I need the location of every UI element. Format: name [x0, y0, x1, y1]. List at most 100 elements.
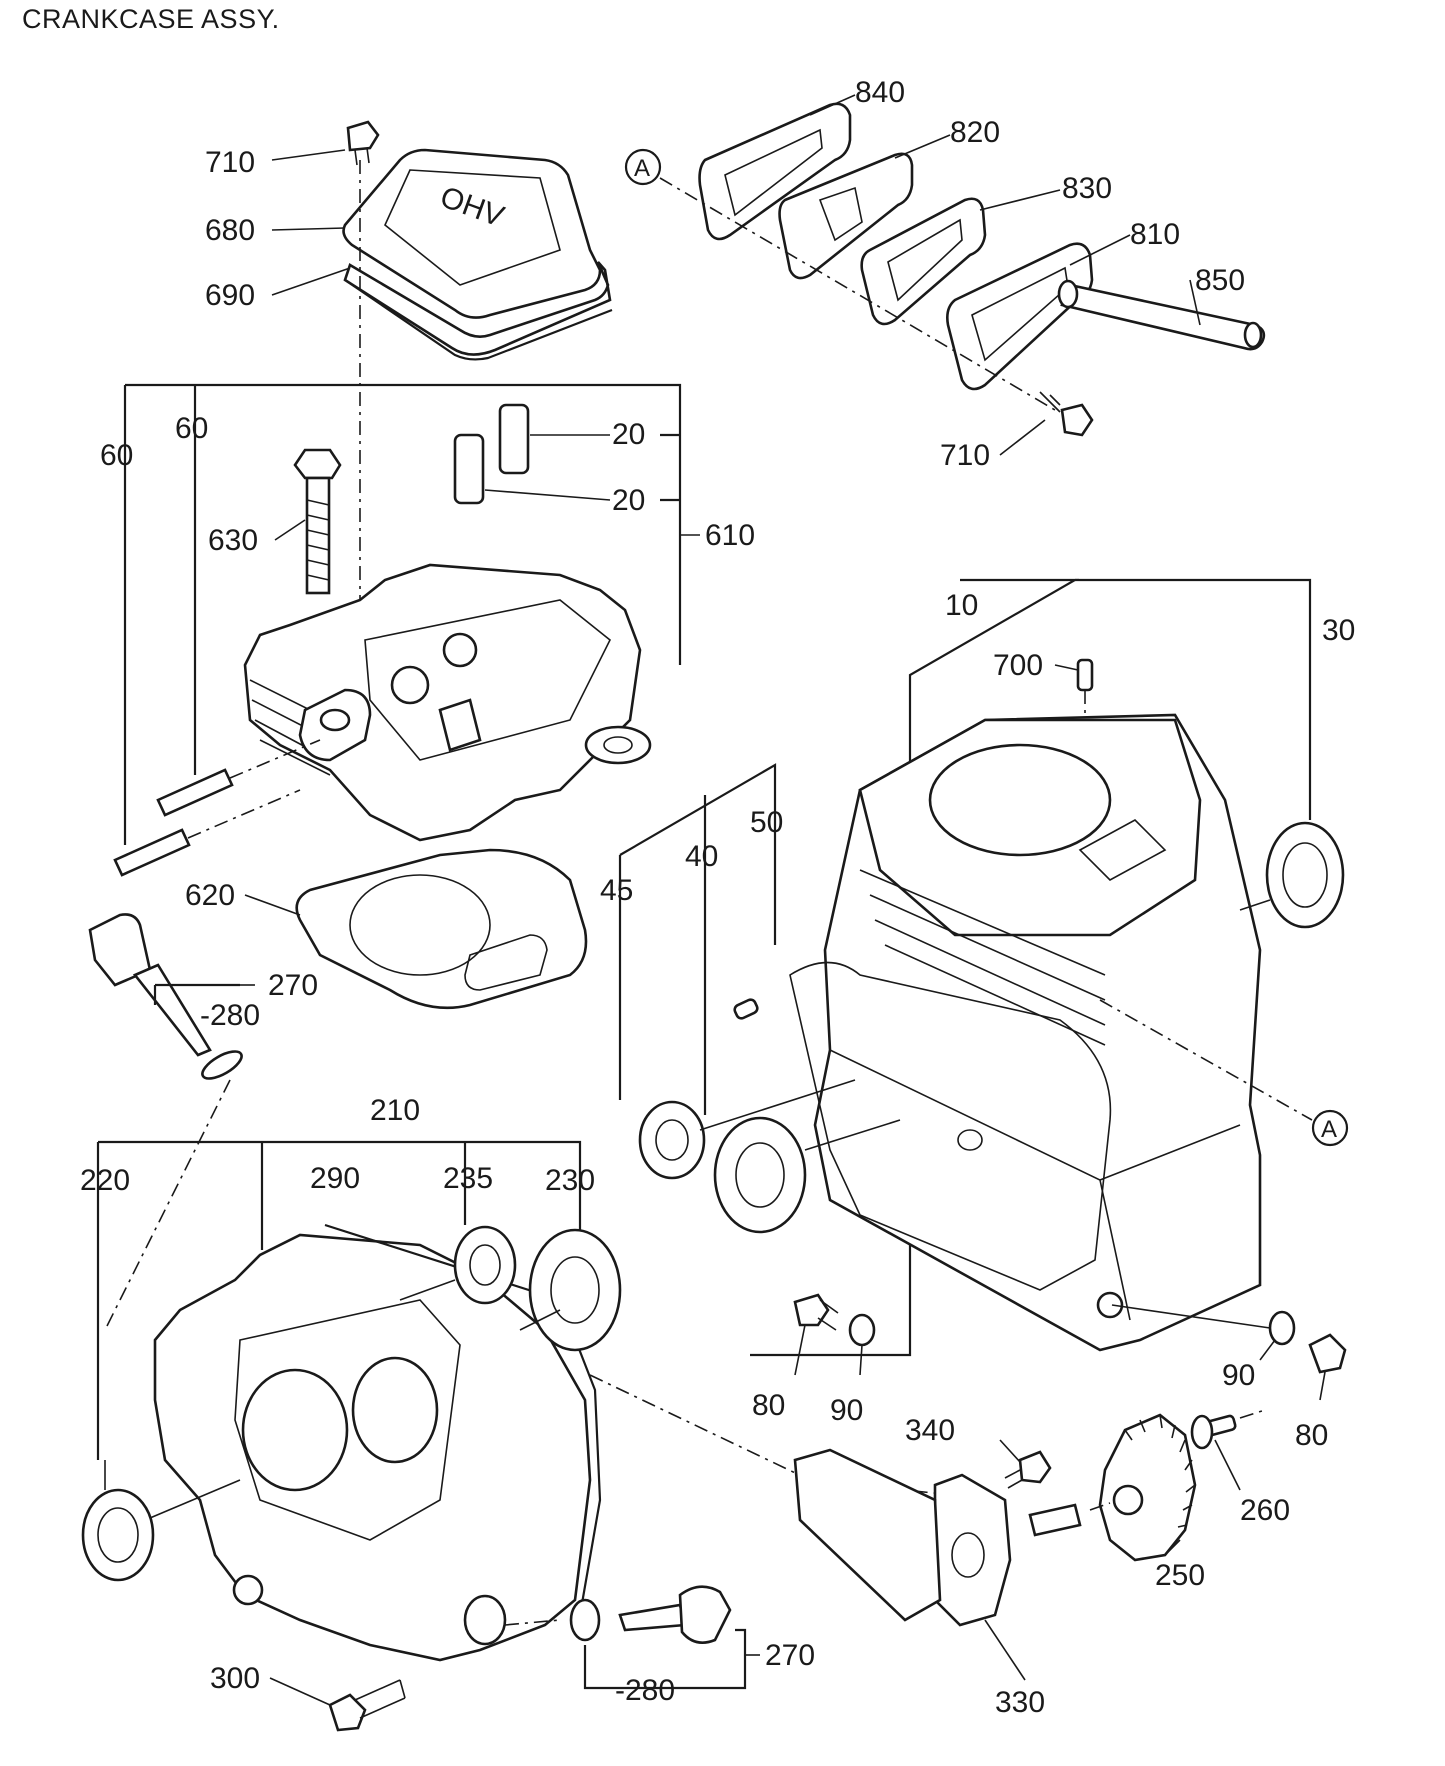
plate-820 — [778, 152, 914, 280]
pushrod-chamber — [1078, 819, 1167, 881]
screw-340-thread — [1004, 1469, 1023, 1489]
bolt-710-top — [346, 120, 380, 152]
pin-20-b — [498, 403, 530, 475]
label-250: 250 — [1155, 1559, 1205, 1592]
exhaust-port-inner — [603, 736, 633, 754]
label-210: 210 — [370, 1094, 420, 1127]
cylinder-bore — [928, 743, 1112, 857]
label-840: 840 — [855, 76, 905, 109]
exhaust-port — [584, 725, 652, 765]
label-330: 330 — [995, 1686, 1045, 1719]
seal-30-leader — [1239, 899, 1271, 911]
leader-630 — [274, 519, 306, 541]
leader-820 — [894, 134, 951, 159]
bolt-630-thread — [306, 499, 330, 581]
label-620: 620 — [185, 879, 235, 912]
label-680: 680 — [205, 214, 255, 247]
label-40: 40 — [685, 840, 718, 873]
cover-boss-frame — [234, 1299, 461, 1541]
valve-spring-a — [442, 632, 478, 668]
label-235: 235 — [443, 1162, 493, 1195]
head-fins — [249, 679, 331, 776]
drain-axis-line — [1111, 1304, 1271, 1329]
filler-plug-cap-270 — [678, 1585, 732, 1644]
label-50: 50 — [750, 806, 783, 839]
leader-lines — [104, 94, 1326, 1706]
governor-sleeve — [1028, 1503, 1082, 1537]
stud-60-b — [113, 828, 191, 877]
label-630: 630 — [208, 524, 258, 557]
bearing-40-inner — [735, 1142, 785, 1208]
leader-700 — [1054, 664, 1079, 671]
bearing-45-inner — [655, 1119, 689, 1161]
leader-710-top — [271, 149, 346, 161]
cylinder-head-group — [113, 383, 682, 877]
oil-seal-30-inner — [1282, 842, 1328, 908]
bolt-300 — [328, 1693, 367, 1732]
leader-680 — [271, 227, 346, 231]
cylinder-fins — [859, 869, 1106, 1046]
filler-boss — [463, 1594, 507, 1646]
oil-seal-220-inner — [97, 1507, 139, 1563]
label-270-top: 270 — [268, 969, 318, 1002]
dipstick-rod — [132, 963, 212, 1057]
gasket-690 — [343, 261, 612, 356]
leader-260 — [1214, 1439, 1241, 1491]
stud-axis-lines — [187, 739, 321, 839]
gasket-840 — [698, 102, 852, 241]
cylinder-head-610 — [243, 563, 642, 842]
leader-620 — [244, 894, 301, 916]
gasket-bore — [349, 874, 491, 976]
leader-810 — [1069, 234, 1131, 266]
screw-710-lower-thread — [1039, 391, 1061, 413]
gasket-830-inner — [887, 218, 963, 302]
label-710-lower: 710 — [940, 439, 990, 472]
tube-850-end — [1243, 321, 1263, 349]
label-260: 260 — [1240, 1494, 1290, 1527]
crank-axis-lines — [699, 1079, 901, 1151]
bracket-210 — [98, 1140, 582, 1230]
screw-340 — [1018, 1450, 1052, 1484]
dipstick-axis-line — [104, 1079, 231, 1331]
gear-teeth — [1124, 1414, 1196, 1528]
plate-330 — [933, 1473, 1012, 1627]
label-300: 300 — [210, 1662, 260, 1695]
cover-hole — [232, 1574, 264, 1606]
label-270-bottom: 270 — [765, 1639, 815, 1672]
plug-80-right — [1308, 1333, 1347, 1374]
rocker-cover-680 — [342, 148, 602, 319]
label-90-left: 90 — [830, 1394, 863, 1427]
bearing-235-inner — [469, 1244, 501, 1286]
bearing-230 — [528, 1228, 622, 1352]
ref-marker-a-lower-text: A — [1321, 1116, 1337, 1143]
bolt-710-top-thread — [354, 147, 370, 166]
leader-300 — [269, 1677, 331, 1706]
label-20-b: 20 — [612, 484, 645, 517]
bearing-230-inner — [550, 1256, 600, 1324]
governor-group — [793, 1409, 1266, 1627]
governor-bracket — [793, 1448, 942, 1622]
bracket-270-top — [153, 983, 240, 1005]
plug-80-left-thread — [817, 1299, 839, 1331]
bracket-30 — [1075, 578, 1312, 820]
bracket-270-280-bottom — [583, 1628, 747, 1690]
bearing-235 — [453, 1225, 517, 1305]
label-30: 30 — [1322, 614, 1355, 647]
label-690: 690 — [205, 279, 255, 312]
label-280-top: -280 — [200, 999, 260, 1032]
label-280-bottom: -280 — [615, 1674, 675, 1707]
crankcase-edges — [829, 1049, 1241, 1321]
washer-90-left — [848, 1313, 876, 1347]
leader-840 — [809, 94, 856, 116]
oring-280-bottom — [569, 1598, 601, 1642]
label-90-right: 90 — [1222, 1359, 1255, 1392]
crankcase-flange — [789, 961, 1112, 1291]
tube-850-nipple — [1057, 279, 1079, 309]
label-290: 290 — [310, 1162, 360, 1195]
ref-marker-a-lower — [1311, 1109, 1349, 1147]
breather-group — [624, 102, 1266, 437]
leader-830 — [979, 189, 1061, 211]
leader-80-right — [1319, 1371, 1326, 1401]
label-220: 220 — [80, 1164, 130, 1197]
